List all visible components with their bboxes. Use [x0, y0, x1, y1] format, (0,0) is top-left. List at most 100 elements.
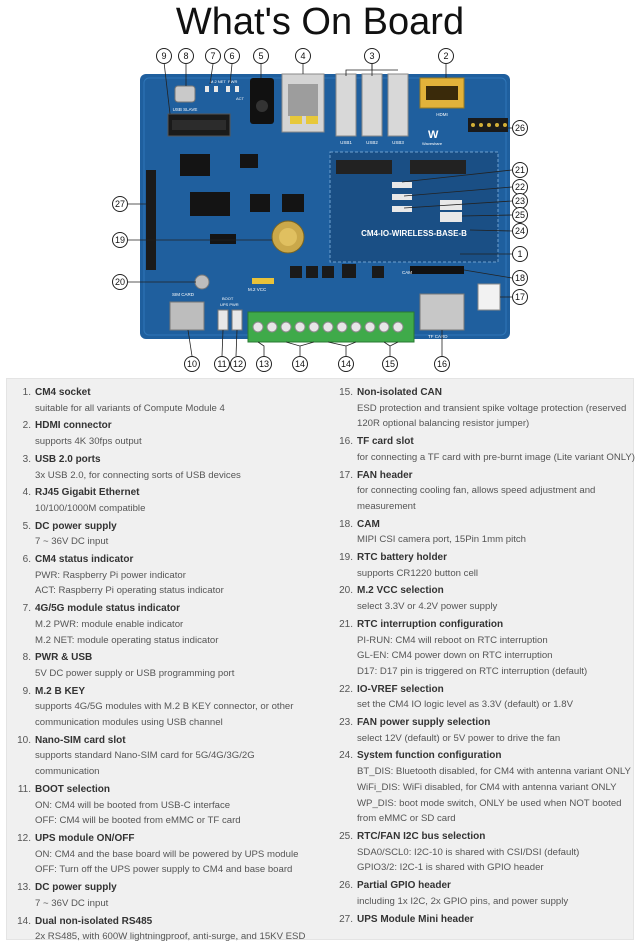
ups-mini-header — [146, 170, 156, 270]
legend-item-description: 5V DC power supply or USB programming po… — [35, 667, 235, 679]
legend-item-heading: 5.DC power supply — [15, 519, 321, 535]
legend-item-title: RTC interruption configuration — [357, 618, 504, 630]
fan-header — [477, 283, 501, 311]
legend-item-number: 12. — [17, 832, 31, 844]
legend-item-number: 26. — [339, 880, 353, 892]
legend-item-heading: 16.TF card slot — [337, 434, 640, 450]
legend-item-title: RJ45 Gigabit Ethernet — [35, 487, 140, 499]
legend-item-description: OFF: Turn off the UPS power supply to CM… — [35, 864, 293, 876]
legend-item-description: GL-EN: CM4 power down on RTC interruptio… — [357, 650, 553, 662]
legend-item: 27.UPS Module Mini header — [337, 912, 640, 928]
legend-item-number: 6. — [22, 554, 31, 566]
legend-item-description: supports 4G/5G modules with M.2 B KEY co… — [35, 701, 294, 713]
legend-item-description: D17: D17 pin is triggered on RTC interru… — [357, 665, 588, 677]
callout-8: 8 — [178, 48, 194, 64]
legend-item-heading: 6. CM4 status indicator — [15, 552, 321, 568]
callout-2: 2 — [438, 48, 454, 64]
boot-silk: BOOT — [222, 296, 234, 301]
legend-item-description: supports standard Nano-SIM card for 5G/4… — [35, 750, 255, 762]
legend-item-number: 19. — [339, 552, 353, 564]
legend-item-description: OFF: CM4 will be booted from eMMC or TF … — [35, 815, 241, 827]
legend-item-heading: 22.IO-VREF selection — [337, 682, 640, 698]
legend-item-heading: 20.M.2 VCC selection — [337, 583, 640, 599]
callout-1: 1 — [512, 246, 528, 262]
legend-item-description: GPIO3/2: I2C-1 is shared with GPIO heade… — [357, 862, 544, 874]
usb-c-port — [174, 85, 196, 103]
legend-item-description: select 12V (default) or 5V power to driv… — [357, 732, 561, 744]
legend-item-description: 2x RS485, with 600W lightningproof, anti… — [35, 931, 306, 943]
callout-16: 16 — [434, 356, 450, 372]
m2-net-silk: M.2 NET — [210, 79, 226, 84]
legend-item-description: ON: CM4 will be booted from USB-C interf… — [35, 799, 231, 811]
legend-item-title: UPS Module Mini header — [357, 913, 474, 925]
legend-item-number: 4. — [22, 487, 31, 499]
callout-10: 10 — [184, 356, 200, 372]
legend-item-title: BOOT selection — [35, 783, 111, 795]
page-title: What's On Board — [175, 1, 465, 43]
legend-item-description: WiFi_DIS: WiFi disabled, for CM4 with an… — [357, 781, 617, 793]
legend-item-description: ACT: Raspberry Pi operating status indic… — [35, 585, 224, 597]
legend-item-title: IO-VREF selection — [357, 683, 444, 695]
hdmi-silk: HDMI — [436, 112, 448, 117]
legend-item-heading: 21.RTC interruption configuration — [337, 617, 640, 633]
legend-item-number: 5. — [22, 520, 31, 532]
legend-item-title: Non-isolated CAN — [357, 387, 442, 398]
board-name-silk: CM4-IO-WIRELESS-BASE-B — [361, 229, 467, 238]
usb-port-1 — [335, 73, 357, 137]
legend-item-heading: 4. RJ45 Gigabit Ethernet — [15, 485, 321, 501]
legend-item-title: HDMI connector — [35, 420, 112, 432]
legend-item-description: BT_DIS: Bluetooth disabled, for CM4 with… — [357, 766, 631, 778]
legend-item-title: CM4 socket — [35, 387, 91, 398]
legend-item-heading: 3.USB 2.0 ports — [15, 452, 321, 468]
sim-card-slot — [169, 301, 205, 331]
legend-item-number: 8. — [22, 652, 31, 664]
legend-item-description: 3x USB 2.0, for connecting sorts of USB … — [35, 469, 241, 481]
legend-item-title: M.2 B KEY — [35, 685, 86, 697]
callout-4: 4 — [295, 48, 311, 64]
legend-item-heading: 23.FAN power supply selection — [337, 715, 640, 731]
legend-item-title: PWR & USB — [35, 652, 93, 664]
legend-item-heading: 25.RTC/FAN I2C bus selection — [337, 829, 640, 845]
legend-item-heading: 27.UPS Module Mini header — [337, 912, 640, 928]
ups-switch — [231, 309, 243, 331]
callout-9: 9 — [156, 48, 172, 64]
legend-item-description: communication modules using USB channel — [35, 717, 223, 729]
legend-item-heading: 17.FAN header — [337, 468, 640, 484]
callout-21: 21 — [512, 162, 528, 178]
legend-item-heading: 13.DC power supply — [15, 880, 321, 896]
legend-item-description: 7 ~ 36V DC input — [35, 536, 109, 548]
legend-item-description: WP_DIS: boot mode switch, ONLY be used w… — [357, 797, 622, 809]
legend-item-heading: 2.HDMI connector — [15, 418, 321, 434]
legend-item-heading: 8. PWR & USB — [15, 650, 321, 666]
usb-port-3 — [387, 73, 409, 137]
callout-24: 24 — [512, 223, 528, 239]
callout-13: 13 — [256, 356, 272, 372]
legend-item-number: 11. — [17, 783, 31, 795]
legend-item-description: suitable for all variants of Compute Mod… — [35, 402, 225, 414]
usb-port-2 — [361, 73, 383, 137]
usb3-silk: USB3 — [392, 140, 404, 145]
legend-item-heading: 10.Nano-SIM card slot — [15, 733, 321, 749]
legend-item-number: 15. — [339, 387, 353, 398]
legend-item-title: FAN header — [357, 469, 413, 481]
cam-connector — [410, 266, 464, 274]
legend-item-number: 20. — [339, 585, 353, 597]
callout-14: 14 — [292, 356, 308, 372]
legend-item-heading: 24.System function configuration — [337, 748, 640, 764]
callout-3: 3 — [364, 48, 380, 64]
legend-item-title: CM4 status indicator — [35, 554, 134, 566]
usb2-silk: USB2 — [366, 140, 378, 145]
